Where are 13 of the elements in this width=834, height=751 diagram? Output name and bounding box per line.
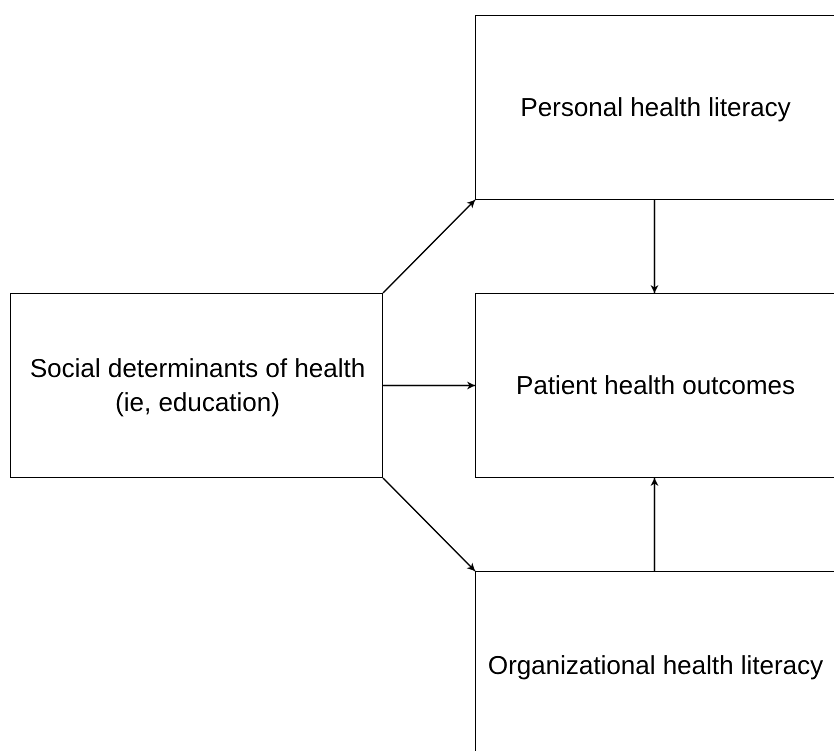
arrow	[382, 477, 476, 572]
process-box	[475, 15, 834, 200]
process-box	[475, 571, 834, 751]
box-text: Personal health literacy	[520, 90, 791, 124]
box-text: Social determinants of health (ie, education)	[28, 352, 366, 418]
process-box	[10, 293, 383, 478]
arrow	[383, 382, 475, 390]
arrow	[650, 200, 658, 293]
arrow	[382, 199, 476, 294]
box-text: Patient health outcomes	[516, 368, 795, 402]
box-text: Organizational health literacy	[488, 649, 824, 682]
process-box	[475, 293, 834, 478]
arrow	[650, 478, 658, 571]
